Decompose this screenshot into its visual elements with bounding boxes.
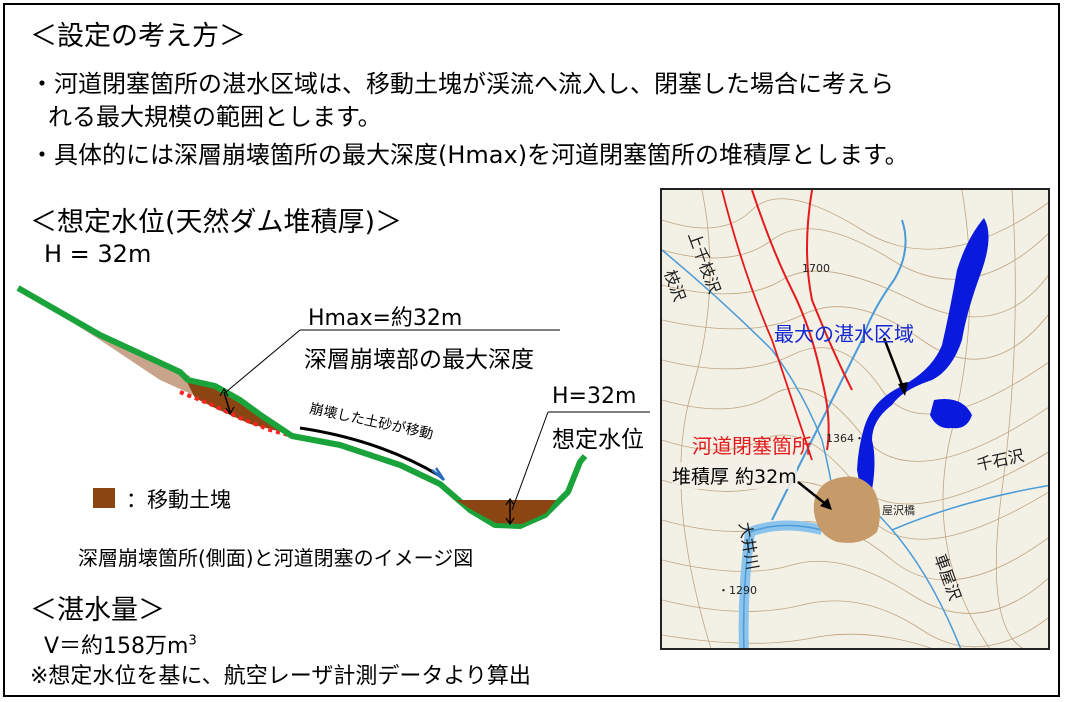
deposit-arrow bbox=[797, 481, 829, 507]
road-3 bbox=[721, 190, 813, 461]
failure-line bbox=[179, 390, 293, 438]
volume-heading: ＜湛水量＞ bbox=[30, 595, 165, 626]
volume-value: V＝約158万m3 bbox=[44, 633, 197, 659]
volume-note: ※想定水位を基に、航空レーザ計測データより算出 bbox=[30, 664, 531, 689]
slide-frame bbox=[3, 3, 1060, 697]
contour-lines bbox=[662, 190, 1048, 648]
hmax-description: 深層崩壊部の最大深度 bbox=[304, 347, 534, 373]
bridge-label: 屋沢橋 bbox=[882, 504, 915, 517]
cross-section-diagram bbox=[16, 285, 650, 529]
flow-arrow bbox=[299, 426, 441, 478]
road-2 bbox=[806, 190, 853, 391]
legend-swatch-soil bbox=[93, 488, 115, 508]
setting-heading: ＜設定の考え方＞ bbox=[30, 21, 246, 52]
hmax-label: Hmax=約32m bbox=[308, 306, 463, 331]
elevation-1364: 1364・ bbox=[826, 432, 865, 445]
diagram-caption: 深層崩壊箇所(側面)と河道閉塞のイメージ図 bbox=[78, 546, 474, 570]
hmax-depth-marker bbox=[223, 391, 231, 413]
h-leader bbox=[511, 411, 549, 511]
setting-bullet-1: ・河道閉塞箇所の湛水区域は、移動土塊が渓流へ流入し、閉塞した場合に考えら bbox=[30, 70, 894, 98]
map-graphics bbox=[662, 190, 1048, 648]
elevation-1700: 1700 bbox=[802, 262, 830, 275]
legend-label: ：移動土塊 bbox=[126, 488, 231, 512]
setting-bullet-2: ・具体的には深層崩壊箇所の最大深度(Hmax)を河道閉塞箇所の堆積厚とします。 bbox=[30, 141, 909, 169]
setting-bullet-1-cont: れる最大規模の範囲とします。 bbox=[48, 103, 382, 131]
max-area-label: 最大の湛水区域 bbox=[774, 322, 914, 346]
hmax-leader bbox=[225, 329, 301, 393]
river-deposit-mass bbox=[456, 500, 556, 524]
area-arrow bbox=[882, 337, 906, 391]
level-heading: ＜想定水位(天然ダム堆積厚)＞ bbox=[30, 207, 403, 238]
h-label: H=32m bbox=[552, 384, 637, 409]
level-value: H = 32m bbox=[44, 240, 152, 268]
thickness-label: 堆積厚 約32m bbox=[672, 462, 797, 489]
topographic-map: 最大の湛水区域 河道閉塞箇所 堆積厚 約32m 上千枝沢 枝沢 千石沢 大井川 … bbox=[660, 188, 1050, 650]
max-impoundment-area bbox=[857, 218, 989, 521]
blockage-deposit bbox=[813, 476, 880, 543]
slope-ground-line bbox=[16, 285, 588, 529]
flow-arrow-head bbox=[431, 467, 446, 481]
blockage-label: 河道閉塞箇所 bbox=[692, 434, 812, 458]
road-1 bbox=[751, 190, 830, 451]
h-description: 想定水位 bbox=[552, 427, 644, 453]
elevation-1290: ・1290 bbox=[718, 584, 757, 597]
